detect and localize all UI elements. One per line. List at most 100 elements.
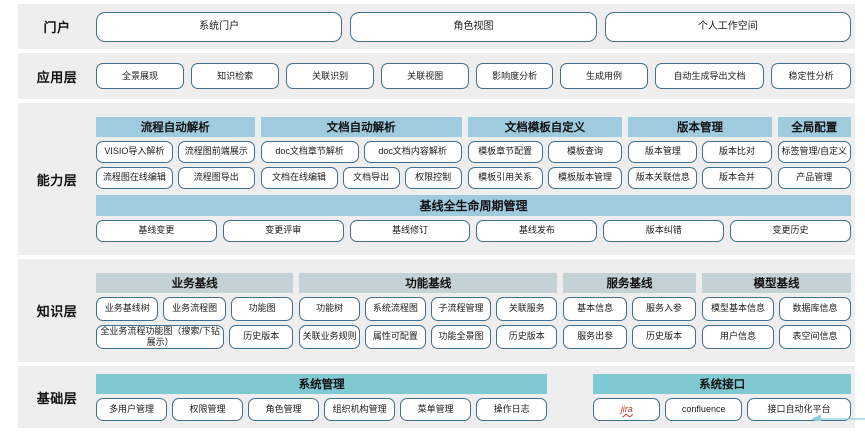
group-row: 文档在线编辑 文档导出 权限控制 <box>260 166 462 189</box>
cap-button-baseline-change[interactable]: 基线变更 <box>96 219 217 242</box>
group-header-global-config: 全局配置 <box>777 116 851 137</box>
capability-group-global-config: 全局配置 标签管理/自定义 产品管理 <box>777 116 851 189</box>
know-button-function-panorama[interactable]: 功能全景图 <box>430 324 492 349</box>
cap-button-version-relation-info[interactable]: 版本关联信息 <box>628 166 698 189</box>
cap-button-flowchart-export[interactable]: 流程图导出 <box>177 166 255 189</box>
app-button-knowledge-search[interactable]: 知识检索 <box>191 63 280 89</box>
cap-button-product-management[interactable]: 产品管理 <box>777 166 851 189</box>
know-button-tablespace-info[interactable]: 表空间信息 <box>779 324 852 349</box>
know-button-history-version-service[interactable]: 历史版本 <box>632 324 696 349</box>
cap-button-version-correction[interactable]: 版本纠错 <box>603 219 725 242</box>
capability-group-process-parsing: 流程自动解析 VISIO导入解析 流程图前端展示 流程图在线编辑 流程图导出 <box>96 116 255 189</box>
group-header-model-baseline: 模型基线 <box>702 272 852 293</box>
cap-button-template-version-mgmt[interactable]: 模板版本管理 <box>547 166 623 189</box>
cap-button-doc-chapter-parse[interactable]: doc文档章节解析 <box>260 140 359 163</box>
base-button-role-management[interactable]: 角色管理 <box>248 397 320 421</box>
base-button-confluence[interactable]: confluence <box>665 397 742 421</box>
cap-button-change-review[interactable]: 变更评审 <box>222 219 344 242</box>
app-button-relation-view[interactable]: 关联视图 <box>381 63 470 89</box>
capability-group-version-management: 版本管理 版本管理 版本比对 版本关联信息 版本合并 <box>628 116 772 189</box>
app-button-panorama[interactable]: 全景展现 <box>96 63 185 89</box>
know-button-service-input-params[interactable]: 服务入参 <box>632 296 696 321</box>
group-row: 关联业务规则 属性可配置 功能全景图 历史版本 <box>299 324 558 349</box>
cap-button-doc-content-parse[interactable]: doc文档内容解析 <box>363 140 462 163</box>
app-button-generate-case[interactable]: 生成用例 <box>559 63 649 89</box>
app-button-auto-export-doc[interactable]: 自动生成导出文档 <box>655 63 764 89</box>
base-button-permission-management[interactable]: 权限管理 <box>172 397 244 421</box>
base-button-menu-management[interactable]: 菜单管理 <box>400 397 472 421</box>
know-button-database-info[interactable]: 数据库信息 <box>779 296 852 321</box>
layer-band-portal: 门户 系统门户 角色视图 个人工作空间 <box>18 4 855 49</box>
group-header-business-baseline: 业务基线 <box>96 272 294 293</box>
portal-button-personal-workspace[interactable]: 个人工作空间 <box>604 11 851 42</box>
knowledge-group-grid: 业务基线 业务基线树 业务流程图 功能图 全业务流程功能图（搜索/下钻展示） 历… <box>96 272 852 349</box>
cap-button-template-query[interactable]: 模板查询 <box>547 140 623 163</box>
capability-baseline-lifecycle-section: 基线全生命周期管理 基线变更 变更评审 基线修订 基线发布 版本纠错 变更历史 <box>96 194 851 242</box>
cap-button-doc-export[interactable]: 文档导出 <box>342 166 400 189</box>
base-button-api-automation-platform[interactable]: 接口自动化平台 <box>746 397 851 421</box>
know-button-history-version-business[interactable]: 历史版本 <box>229 324 294 349</box>
group-row: 模板引用关系 模板版本管理 <box>467 166 623 189</box>
base-button-org-structure-management[interactable]: 组织机构管理 <box>324 397 396 421</box>
know-button-business-baseline-tree[interactable]: 业务基线树 <box>96 296 159 321</box>
knowledge-body: 业务基线 业务基线树 业务流程图 功能图 全业务流程功能图（搜索/下钻展示） 历… <box>96 272 855 349</box>
cap-button-visio-import-parse[interactable]: VISIO导入解析 <box>96 140 173 163</box>
know-button-full-business-flow-function-diagram[interactable]: 全业务流程功能图（搜索/下钻展示） <box>96 324 225 349</box>
know-button-subprocess-management[interactable]: 子流程管理 <box>430 296 492 321</box>
cap-button-version-management[interactable]: 版本管理 <box>628 140 698 163</box>
capability-group-document-parsing: 文档自动解析 doc文档章节解析 doc文档内容解析 文档在线编辑 文档导出 权… <box>260 116 462 189</box>
group-row: 服务出参 历史版本 <box>563 324 696 349</box>
cap-button-version-merge[interactable]: 版本合并 <box>702 166 772 189</box>
portal-button-system-portal[interactable]: 系统门户 <box>96 11 343 42</box>
app-button-impact-analysis[interactable]: 影响度分析 <box>476 63 553 89</box>
foundation-group-system-interface: 系统接口 jira confluence 接口自动化平台 <box>593 373 851 421</box>
base-button-operation-log[interactable]: 操作日志 <box>476 397 548 421</box>
cap-button-template-chapter-config[interactable]: 模板章节配置 <box>467 140 543 163</box>
group-row: 基线变更 变更评审 基线修订 基线发布 版本纠错 变更历史 <box>96 219 851 242</box>
layer-band-application: 应用层 全景展现 知识检索 关联识别 关联视图 影响度分析 生成用例 自动生成导… <box>18 53 855 99</box>
group-row: 基本信息 服务入参 <box>563 296 696 321</box>
portal-button-role-view[interactable]: 角色视图 <box>350 11 597 42</box>
knowledge-group-model-baseline: 模型基线 模型基本信息 数据库信息 用户信息 表空间信息 <box>702 272 852 349</box>
cap-button-version-compare[interactable]: 版本比对 <box>702 140 772 163</box>
know-button-related-business-rule[interactable]: 关联业务规则 <box>299 324 361 349</box>
portal-button-row: 系统门户 角色视图 个人工作空间 <box>96 11 855 42</box>
cap-button-flowchart-online-edit[interactable]: 流程图在线编辑 <box>96 166 173 189</box>
cap-button-doc-online-edit[interactable]: 文档在线编辑 <box>260 166 338 189</box>
base-button-jira-label[interactable]: jira <box>620 403 633 414</box>
cap-button-permission-control[interactable]: 权限控制 <box>404 166 462 189</box>
app-button-relation-recognition[interactable]: 关联识别 <box>286 63 375 89</box>
know-button-user-info[interactable]: 用户信息 <box>702 324 775 349</box>
know-button-business-flowchart[interactable]: 业务流程图 <box>163 296 226 321</box>
cap-button-change-history[interactable]: 变更历史 <box>730 219 851 242</box>
decorative-arrow-icon <box>811 414 865 421</box>
know-button-function-tree[interactable]: 功能树 <box>299 296 361 321</box>
know-button-function-diagram[interactable]: 功能图 <box>230 296 294 321</box>
know-button-system-flowchart[interactable]: 系统流程图 <box>365 296 426 321</box>
base-button-multi-user-management[interactable]: 多用户管理 <box>96 397 168 421</box>
cap-button-baseline-release[interactable]: 基线发布 <box>476 219 598 242</box>
group-row: jira confluence 接口自动化平台 <box>593 397 851 421</box>
cap-button-baseline-revision[interactable]: 基线修订 <box>349 219 471 242</box>
group-header-process-parsing: 流程自动解析 <box>96 116 255 137</box>
layer-label-foundation: 基础层 <box>36 390 78 406</box>
layer-band-foundation: 基础层 系统管理 多用户管理 权限管理 角色管理 组织机构管理 菜单管理 操作日… <box>18 366 855 428</box>
cap-button-tag-management-custom[interactable]: 标签管理/自定义 <box>777 140 851 163</box>
cap-button-flowchart-frontend-display[interactable]: 流程图前端展示 <box>177 140 255 163</box>
know-button-related-service[interactable]: 关联服务 <box>496 296 558 321</box>
know-button-service-output-params[interactable]: 服务出参 <box>563 324 628 349</box>
cap-button-template-reference-relation[interactable]: 模板引用关系 <box>467 166 543 189</box>
capability-body: 流程自动解析 VISIO导入解析 流程图前端展示 流程图在线编辑 流程图导出 文… <box>96 116 855 242</box>
group-row: 业务基线树 业务流程图 功能图 <box>96 296 294 321</box>
capability-group-grid: 流程自动解析 VISIO导入解析 流程图前端展示 流程图在线编辑 流程图导出 文… <box>96 116 851 189</box>
group-row: VISIO导入解析 流程图前端展示 <box>96 140 255 163</box>
layer-band-capability: 能力层 流程自动解析 VISIO导入解析 流程图前端展示 流程图在线编辑 流程图… <box>18 103 855 255</box>
know-button-basic-info[interactable]: 基本信息 <box>563 296 628 321</box>
know-button-attribute-configurable[interactable]: 属性可配置 <box>365 324 426 349</box>
group-row: 功能树 系统流程图 子流程管理 关联服务 <box>299 296 558 321</box>
layer-label-portal: 门户 <box>43 20 71 35</box>
app-button-stability-analysis[interactable]: 稳定性分析 <box>770 63 851 89</box>
know-button-history-version-function[interactable]: 历史版本 <box>496 324 558 349</box>
know-button-model-basic-info[interactable]: 模型基本信息 <box>702 296 775 321</box>
foundation-body: 系统管理 多用户管理 权限管理 角色管理 组织机构管理 菜单管理 操作日志 系统… <box>96 373 855 421</box>
